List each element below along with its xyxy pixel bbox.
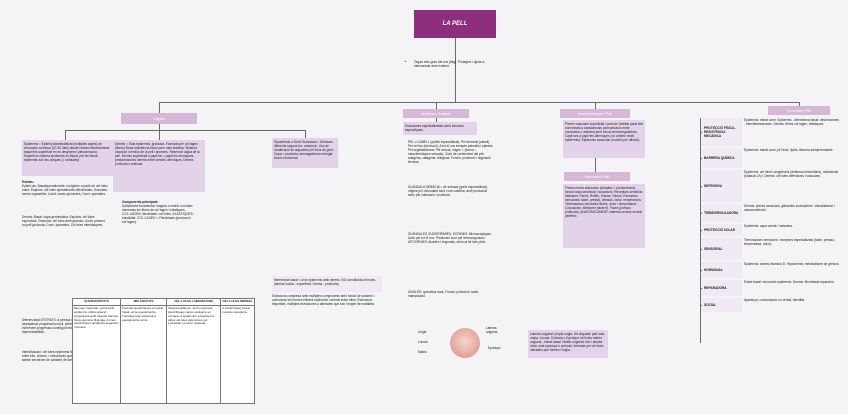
header-annexes: Annexes Cutanis: [403, 109, 469, 118]
interdifusacio-note: Interdifusació: cèl·lules epidermis NO l…: [22, 350, 105, 362]
funcio-label: HORMONAL: [702, 262, 742, 278]
funcio-desc: Epidermis: cèl·lules Langerhans (defensa…: [744, 170, 839, 178]
header-vascularitzacio: Vascularització Pell: [560, 109, 630, 118]
funcio-desc: Epidermis: síntesi vitamina D. Hipodermi…: [744, 262, 840, 266]
dermis-notes: Dermis: Basal: capa germinativa; Espinós…: [22, 215, 105, 227]
header-inervacio: Inervació Pell: [564, 172, 630, 181]
header-funcions: Funcions Pell: [768, 106, 830, 115]
funcio-desc: Epidermis: estrat corni. Epidermis - Mem…: [744, 118, 839, 126]
funcio-desc: Aparença, comunicació no verbal, identit…: [744, 298, 805, 302]
funcio-label: PROTECCIÓ SOLAR: [702, 224, 742, 236]
funcio-label: SOCIAL: [702, 298, 742, 312]
nail-label-lunula: Lúnula: [418, 340, 428, 344]
funcio-label: REPARADORA: [702, 280, 742, 296]
funcio-label: BARRERA QUÍMICA: [702, 148, 742, 168]
annexes-sudoripares: GLÀNDULES SUDORÍPARES. ECRINES: Microscò…: [408, 232, 492, 244]
nail-legend: Làmina ungueal: pròpia ungla. Llit ungue…: [528, 330, 608, 358]
th-langerhans: CÈL·LULES LANGERHANS: [166, 298, 222, 306]
hipodermis-box: Hipodermis o Greix Subcutani = Divisions…: [272, 138, 338, 168]
nail-label-lamina: Làmina ungueal: [486, 326, 498, 334]
td-melanocits: Cèl·lules dendrítiques a l'estrat basal,…: [120, 304, 168, 404]
diferenciacio-note: Diferenciació ESTRATS: a pèrdua capacita…: [22, 318, 103, 334]
epidermis-box: Epidermis = Epiteli polisestratificat (m…: [22, 140, 114, 176]
funcio-desc: Dermis: plexes vasculars, glàndules sudo…: [744, 204, 835, 212]
header-capes: Capes: [121, 113, 197, 124]
funcio-desc: Terminacions nervioses i receptors espec…: [744, 238, 835, 246]
dermis-box: Dermis = Sota epidermis, gruixuda. Forma…: [113, 140, 205, 192]
funcio-label: TERMOREGULADORA: [702, 204, 742, 222]
vasc-text: Plexes vasculars superficial i profund, …: [563, 120, 645, 158]
membrana-basal: Membrana basal = unió epidermis amb derm…: [272, 276, 382, 292]
page-title: LA PELL: [414, 10, 496, 38]
annexes-intro: Estructures especialitzades amb funcions…: [403, 122, 477, 135]
annexes-ungles: UNGLES: queratina dura. Funció: protecci…: [408, 290, 480, 298]
nail-label-matriu: Matriu: [418, 350, 427, 354]
funcio-label: DEFENSIVA: [702, 170, 742, 202]
inerv-text: Plexes nervis autònoms (simpàtic = predo…: [563, 184, 645, 248]
td-langerhans: Sistema defensiu, amb presència dendríti…: [166, 304, 222, 404]
td-queratinocits: Element majoritari, estructural epidermi…: [71, 304, 122, 404]
annexes-glandula: GLÀNDULA SEBÀCIA = de sebosis (greix esp…: [408, 185, 488, 197]
membrana-desc: Estructura complexa amb múltiples compon…: [272, 294, 376, 306]
nail-label-eponiqui: Eponiqui: [488, 346, 501, 350]
nail-label-ungla: Ungla: [418, 330, 427, 334]
th-queratinocits: QUERATINÒCITS: [71, 298, 122, 306]
nail-image: Ungla Làmina ungueal Lúnula Matriu Eponi…: [418, 322, 508, 362]
td-merkel: A estrat basal, funció mecano-receptora.: [220, 304, 255, 404]
components-list: Components principals: Substància foname…: [122, 200, 194, 224]
th-melanocits: MELANÒCITS: [120, 298, 168, 306]
nail-photo-icon: [450, 328, 480, 358]
intro-text: Órgan més gran del cos (5kg). Protegeix …: [408, 60, 498, 69]
estrats-list: Estrats: Epiteli pla. Basal/queratinòcit…: [22, 180, 108, 196]
funcio-label: PROTECCIÓ FÍSICA - RESISTÈNCIA MECÀNICA: [702, 118, 742, 146]
funcio-desc: Estrat basal: renovació epidermis. Dermi…: [744, 280, 835, 284]
funcio-desc: Epidermis: estrat corni, pH àcid, lípids…: [744, 148, 834, 152]
cells-table: QUERATINÒCITS MELANÒCITS CÈL·LULES LANGE…: [71, 298, 255, 404]
annexes-pel: PEL o CABELL (epiteli especialitzat). Pe…: [408, 140, 494, 164]
funcio-label: SENSORIAL: [702, 238, 742, 260]
funcio-desc: Epidermis: capa còrnia i melanina.: [744, 224, 793, 228]
th-merkel: CÈL·LULES MERKEL: [220, 298, 255, 306]
